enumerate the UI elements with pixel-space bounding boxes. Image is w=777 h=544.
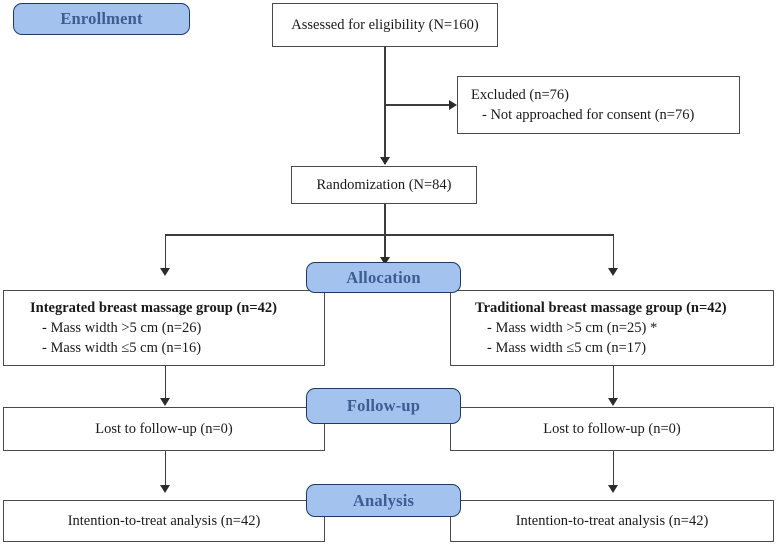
connector-followup-left-to-analysis xyxy=(164,451,167,488)
randomization-line-1: Randomization (N=84) xyxy=(316,177,452,193)
arrowhead-followup-right xyxy=(608,398,618,406)
arrowhead-followup-left xyxy=(160,398,170,406)
node-assessed-for-eligibility: Assessed for eligibility (N=160) xyxy=(272,3,498,47)
banner-enrollment-label: Enrollment xyxy=(60,9,143,28)
arrowhead-split-left xyxy=(160,268,170,276)
followup-right-line-1: Lost to follow-up (n=0) xyxy=(543,421,681,437)
node-followup-left: Lost to follow-up (n=0) xyxy=(3,407,325,451)
followup-left-line-1: Lost to follow-up (n=0) xyxy=(95,421,233,437)
node-followup-right: Lost to follow-up (n=0) xyxy=(450,407,774,451)
group-left-line-2: - Mass width >5 cm (n=26) xyxy=(42,320,202,336)
banner-analysis: Analysis xyxy=(306,484,461,517)
node-group-traditional: Traditional breast massage group (n=42) … xyxy=(450,290,774,366)
node-analysis-right: Intention-to-treat analysis (n=42) xyxy=(450,500,774,542)
node-randomization: Randomization (N=84) xyxy=(291,166,477,204)
group-right-line-2: - Mass width >5 cm (n=25) * xyxy=(487,320,658,336)
arrowhead-analysis-left xyxy=(160,485,170,493)
excluded-line-1: Excluded (n=76) xyxy=(471,87,569,103)
group-left-line-3: - Mass width ≤5 cm (n=16) xyxy=(42,340,202,356)
connector-split-center xyxy=(384,234,386,259)
banner-analysis-label: Analysis xyxy=(352,490,415,510)
analysis-left-line-1: Intention-to-treat analysis (n=42) xyxy=(67,513,261,529)
connector-to-excluded xyxy=(385,104,454,106)
group-left-title: Integrated breast massage group (n=42) xyxy=(30,300,277,316)
banner-enrollment: Enrollment xyxy=(13,3,190,35)
group-right-line-3: - Mass width ≤5 cm (n=17) xyxy=(487,340,647,356)
connector-assessed-to-randomization xyxy=(384,47,386,164)
arrowhead-analysis-right xyxy=(608,485,618,493)
banner-followup: Follow-up xyxy=(306,388,461,424)
group-right-title: Traditional breast massage group (n=42) xyxy=(475,300,727,316)
connector-split-right xyxy=(612,234,615,270)
arrowhead-split-right xyxy=(608,268,618,276)
connector-group-left-to-followup xyxy=(164,366,167,400)
banner-allocation-label: Allocation xyxy=(346,267,421,287)
banner-followup-label: Follow-up xyxy=(346,396,421,415)
arrowhead-to-randomization xyxy=(379,157,390,165)
analysis-right-line-1: Intention-to-treat analysis (n=42) xyxy=(515,513,709,529)
excluded-line-2: - Not approached for consent (n=76) xyxy=(482,107,695,123)
connector-followup-right-to-analysis xyxy=(612,451,615,488)
assessed-line-1: Assessed for eligibility (N=160) xyxy=(291,17,479,33)
connector-group-right-to-followup xyxy=(612,366,615,400)
node-excluded: Excluded (n=76) - Not approached for con… xyxy=(457,76,740,134)
arrowhead-to-excluded xyxy=(449,99,457,110)
node-group-integrated: Integrated breast massage group (n=42) -… xyxy=(3,290,325,366)
banner-allocation: Allocation xyxy=(306,262,461,293)
connector-randomization-stem xyxy=(384,204,386,235)
node-analysis-left: Intention-to-treat analysis (n=42) xyxy=(3,500,325,542)
connector-split-left xyxy=(164,234,167,270)
arrowhead-split-center xyxy=(379,257,390,265)
connector-split-bar xyxy=(165,234,614,236)
